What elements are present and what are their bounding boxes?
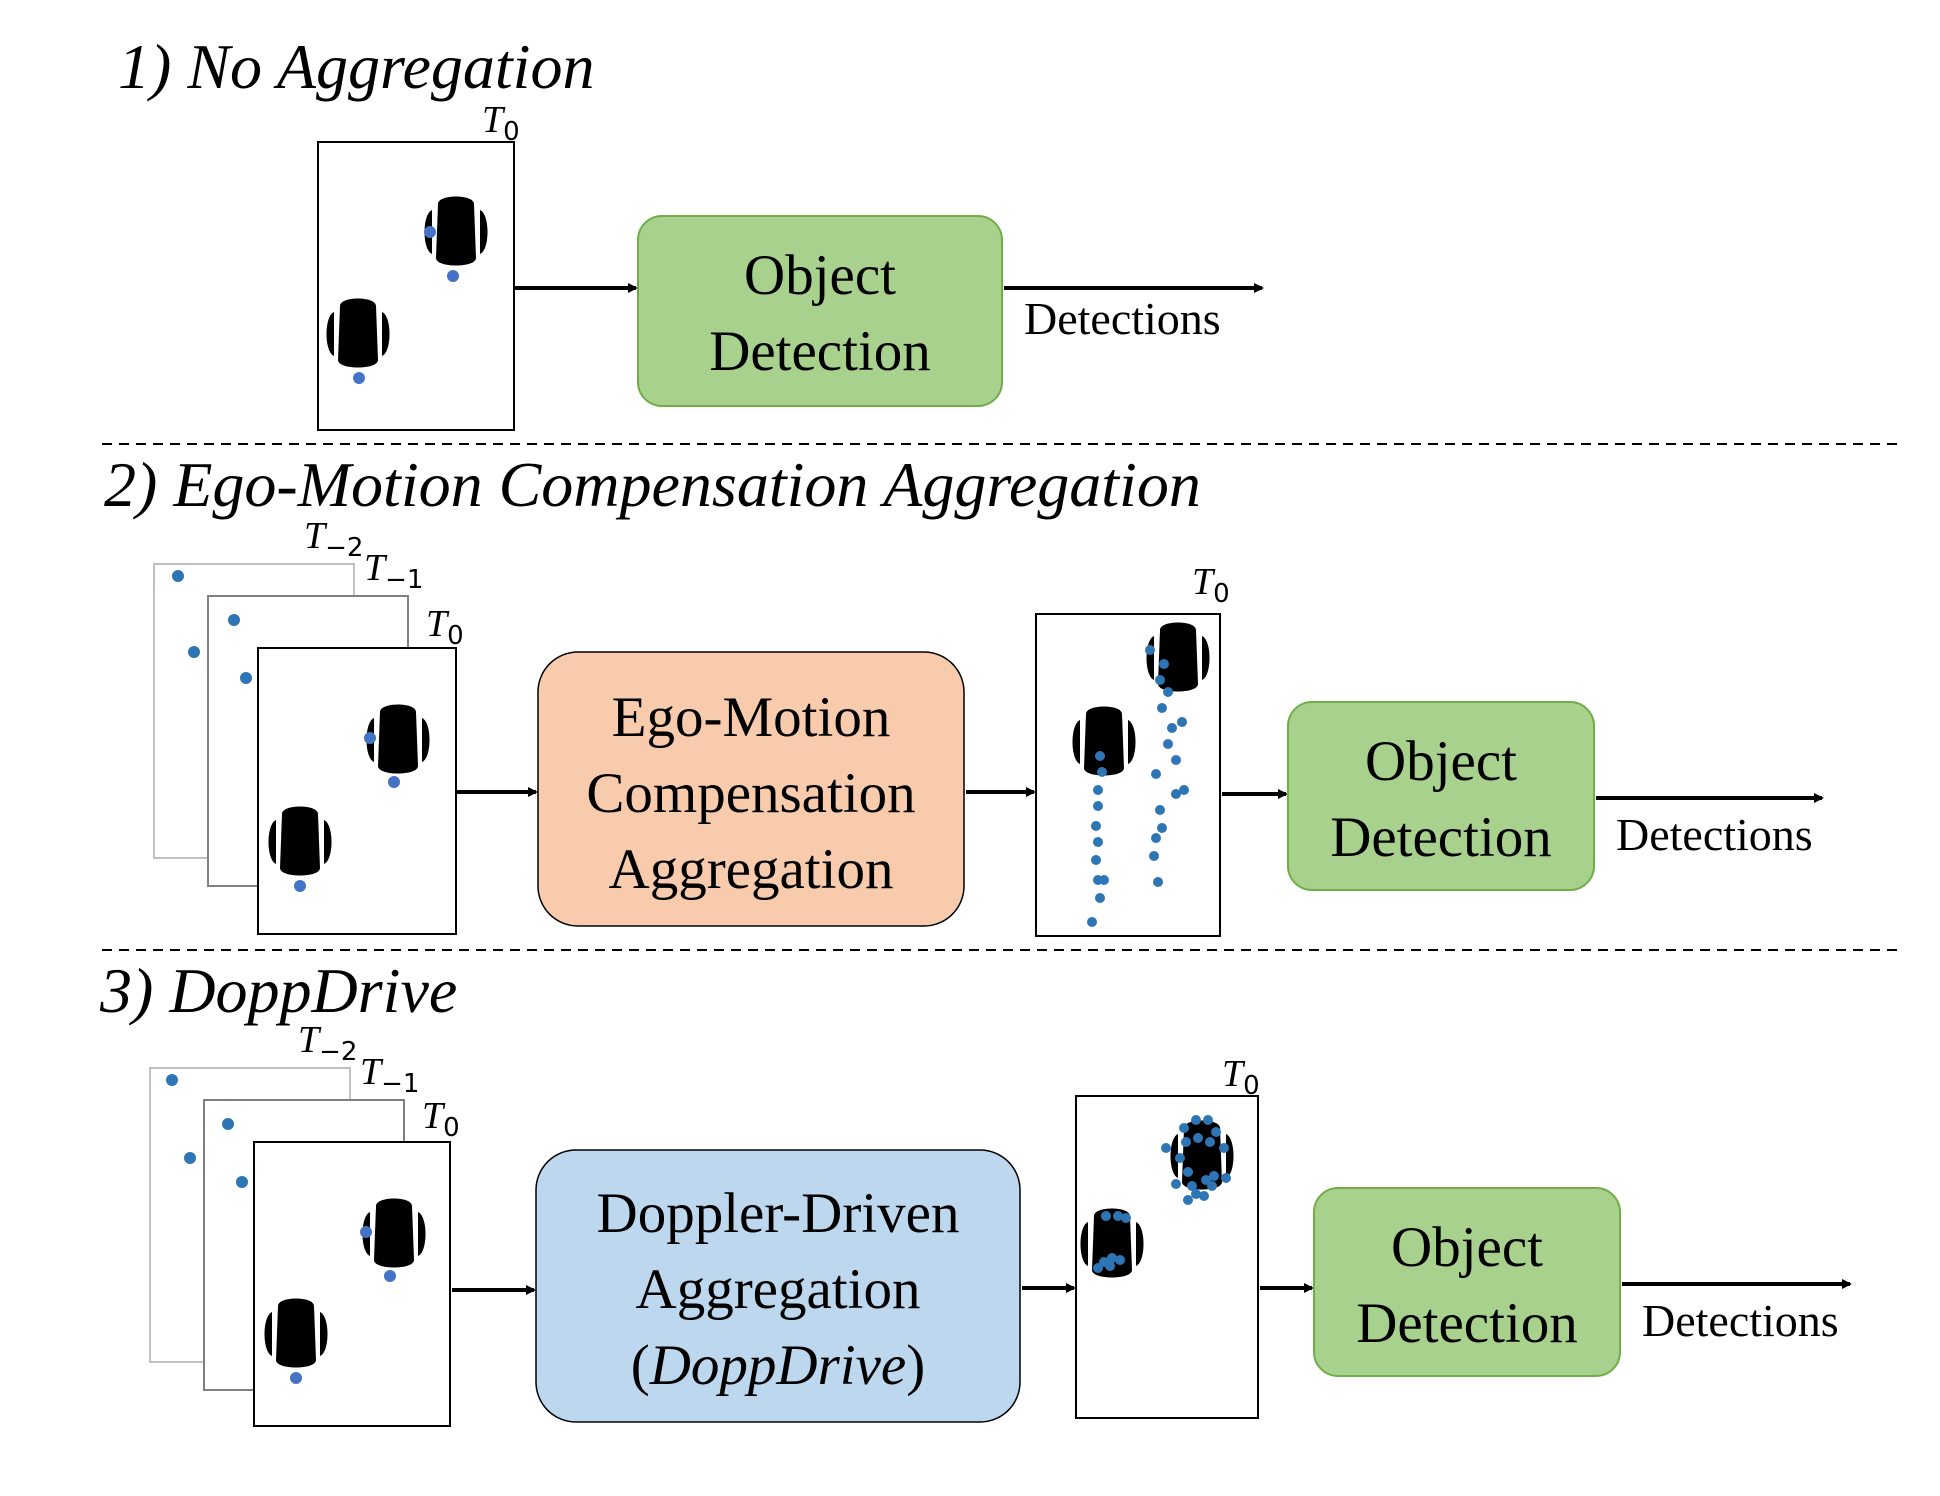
radar-point <box>240 672 252 684</box>
radar-point <box>228 614 240 626</box>
box-label-line: (DoppDrive) <box>631 1334 925 1397</box>
section-3-title: 3) DoppDrive <box>99 955 457 1026</box>
box-label-line: Detection <box>709 320 931 383</box>
radar-point <box>172 570 184 582</box>
frame-t0-label: T0 <box>1222 1053 1260 1101</box>
section-2-title: 2) Ego-Motion Compensation Aggregation <box>104 449 1201 520</box>
radar-point-trail <box>1087 645 1189 927</box>
box-label-line: Detection <box>1356 1292 1578 1355</box>
section-doppdrive: 3) DoppDrive T−2 T−1 T0 Doppler-Driven <box>99 955 1852 1427</box>
box-label-line: Aggregation <box>609 838 894 901</box>
radar-point <box>188 646 200 658</box>
radar-point <box>184 1152 196 1164</box>
radar-point-cluster <box>1093 1115 1231 1273</box>
box-label-line: Aggregation <box>636 1258 921 1321</box>
radar-point <box>447 270 459 282</box>
radar-point <box>166 1074 178 1086</box>
detections-output-label: Detections <box>1616 809 1813 860</box>
box-label-line: Ego-Motion <box>612 686 891 749</box>
frame-t-minus-1-label: T−1 <box>360 1051 419 1099</box>
radar-point <box>384 1270 396 1282</box>
frame-t-minus-2-label: T−2 <box>304 515 363 563</box>
radar-point <box>353 372 365 384</box>
frame-t0-input: T0 <box>236 1095 460 1427</box>
box-label-line: Compensation <box>586 762 915 825</box>
section-1-title: 1) No Aggregation <box>118 31 594 102</box>
frame-t0-label: T0 <box>1192 561 1230 609</box>
box-label-line: Object <box>744 244 896 307</box>
aggregated-frame-t0: T0 <box>1075 1053 1260 1419</box>
aggregated-frame-t0: T0 <box>1035 561 1230 937</box>
radar-point <box>364 732 376 744</box>
doppler-driven-aggregation-box: Doppler-Driven Aggregation (DoppDrive) <box>535 1149 1021 1423</box>
radar-point <box>236 1176 248 1188</box>
section-no-aggregation: 1) No Aggregation T0 Object Detection De… <box>118 31 1264 431</box>
radar-point <box>424 226 436 238</box>
radar-point <box>290 1372 302 1384</box>
object-detection-box: Object Detection <box>637 215 1003 407</box>
frame-t0-label: T0 <box>426 603 464 651</box>
box-label-line: Doppler-Driven <box>597 1182 960 1245</box>
box-label-line: Object <box>1391 1216 1543 1279</box>
ego-motion-compensation-aggregation-box: Ego-Motion Compensation Aggregation <box>537 651 965 927</box>
object-detection-box: Object Detection <box>1287 701 1595 891</box>
radar-point <box>360 1226 372 1238</box>
detections-output-label: Detections <box>1642 1295 1839 1346</box>
frame-t0-label: T0 <box>482 99 520 147</box>
frame-t0-label: T0 <box>422 1095 460 1143</box>
radar-point <box>222 1118 234 1130</box>
radar-point <box>294 880 306 892</box>
detections-output-label: Detections <box>1024 293 1221 344</box>
section-ego-motion-compensation: 2) Ego-Motion Compensation Aggregation T… <box>104 449 1824 937</box>
frame-t-minus-1-label: T−1 <box>364 547 423 595</box>
frame-t0-input: T0 <box>240 603 464 935</box>
radar-point <box>388 776 400 788</box>
frame-t0-input: T0 <box>317 99 520 431</box>
object-detection-box: Object Detection <box>1313 1187 1621 1377</box>
box-label-line: Detection <box>1330 806 1552 869</box>
frame-t-minus-2-label: T−2 <box>298 1019 357 1067</box>
box-label-line: Object <box>1365 730 1517 793</box>
